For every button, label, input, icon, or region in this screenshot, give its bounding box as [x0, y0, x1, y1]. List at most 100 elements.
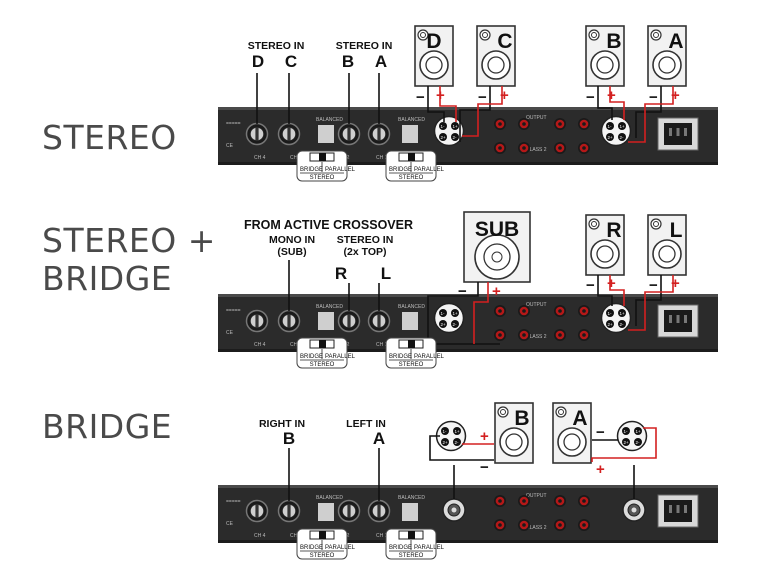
section-title-stereo-bridge-line2: BRIDGE — [42, 259, 173, 298]
switch-label-stereo: STEREO — [310, 553, 335, 559]
polarity-plus: + — [671, 87, 680, 104]
speaker-label-r: R — [606, 219, 621, 242]
input-cables-stereo — [256, 73, 380, 124]
polarity-minus: − — [586, 89, 595, 106]
mode-switch-ch34[interactable]: BRIDGE PARALLEL STEREO — [296, 337, 356, 369]
input-label-stereo-in-ba: STEREO IN — [335, 40, 393, 52]
speaker-label-b: B — [606, 30, 621, 53]
polarity-minus: − — [480, 459, 489, 476]
speakon-connect2 — [442, 498, 466, 522]
switch-label-parallel: PARALLEL — [414, 354, 445, 360]
speaker-label-b-bridge: B — [514, 407, 529, 430]
speakon-plug-a — [616, 420, 648, 452]
speaker-label-sub: SUB — [475, 218, 519, 241]
switch-label-stereo: STEREO — [310, 175, 335, 181]
polarity-minus: − — [416, 89, 425, 106]
switch-label-stereo: STEREO — [310, 362, 335, 368]
channel-letter-l: L — [380, 264, 392, 283]
mode-switch-ch12[interactable]: BRIDGE PARALLEL STEREO — [385, 150, 445, 182]
speaker-wires-bridge — [429, 427, 657, 462]
speaker-sub — [463, 211, 531, 283]
xlr-input-ch3 — [277, 309, 301, 333]
input-label-2x-top: (2x TOP) — [343, 246, 387, 258]
section-title-stereo-bridge-line1: STEREO + — [42, 221, 216, 260]
xlr-input-ch4 — [245, 499, 269, 523]
channel-letter-c: C — [284, 52, 298, 71]
switch-label-parallel: PARALLEL — [414, 545, 445, 551]
switch-label-stereo: STEREO — [399, 362, 424, 368]
mode-switch-ch12[interactable]: BRIDGE PARALLEL STEREO — [385, 528, 445, 560]
channel-letter-a-bridge: A — [372, 429, 386, 448]
input-label-mono-in: MONO IN — [268, 234, 316, 246]
channel-letter-b-bridge: B — [282, 429, 296, 448]
xlr-input-ch2 — [337, 499, 361, 523]
input-cables-stereo-bridge — [288, 260, 380, 311]
xlr-input-ch1 — [367, 309, 391, 333]
polarity-minus: − — [458, 283, 467, 300]
polarity-minus: − — [596, 424, 605, 441]
switch-label-bridge: BRIDGE — [300, 545, 323, 551]
polarity-minus: − — [649, 89, 658, 106]
polarity-minus: − — [586, 277, 595, 294]
input-label-right-in: RIGHT IN — [258, 418, 306, 430]
polarity-plus: + — [596, 461, 605, 478]
channel-letter-a: A — [374, 52, 388, 71]
input-label-stereo-in-dc: STEREO IN — [247, 40, 305, 52]
switch-label-bridge: BRIDGE — [389, 545, 412, 551]
switch-label-parallel: PARALLEL — [414, 167, 445, 173]
speaker-label-a: A — [668, 30, 683, 53]
channel-letter-d: D — [251, 52, 265, 71]
input-label-mono-in-sub: (SUB) — [277, 246, 307, 258]
xlr-input-ch3 — [277, 122, 301, 146]
switch-label-bridge: BRIDGE — [389, 354, 412, 360]
input-label-left-in: LEFT IN — [346, 418, 386, 430]
speaker-label-a-bridge: A — [572, 407, 587, 430]
polarity-plus: + — [436, 87, 445, 104]
section-title-stereo: STEREO — [42, 118, 177, 157]
speakon-output-rl — [600, 302, 632, 334]
switch-label-parallel: PARALLEL — [325, 354, 356, 360]
switch-label-bridge: BRIDGE — [300, 354, 323, 360]
speaker-wires-stereo — [427, 86, 674, 143]
xlr-input-ch1 — [367, 122, 391, 146]
xlr-input-ch2 — [337, 122, 361, 146]
xlr-input-ch4 — [245, 309, 269, 333]
mode-switch-ch12[interactable]: BRIDGE PARALLEL STEREO — [385, 337, 445, 369]
power-inlet — [657, 117, 699, 151]
section-title-bridge: BRIDGE — [42, 407, 173, 446]
polarity-plus: + — [480, 428, 489, 445]
amp-row-bridge — [218, 485, 718, 543]
switch-label-parallel: PARALLEL — [325, 167, 356, 173]
channel-letter-r: R — [334, 264, 348, 283]
speaker-label-c: C — [497, 30, 512, 53]
polarity-plus: + — [492, 283, 501, 300]
power-inlet — [657, 494, 699, 528]
switch-label-parallel: PARALLEL — [325, 545, 356, 551]
polarity-minus: − — [478, 89, 487, 106]
speakon-output-cd — [433, 115, 465, 147]
switch-label-bridge: BRIDGE — [389, 167, 412, 173]
speakon-plug-b — [435, 420, 467, 452]
header-from-active-crossover: FROM ACTIVE CROSSOVER — [244, 218, 413, 232]
polarity-plus: + — [500, 87, 509, 104]
input-cables-bridge — [288, 448, 635, 501]
power-inlet — [657, 304, 699, 338]
xlr-input-ch3 — [277, 499, 301, 523]
polarity-plus: + — [671, 275, 680, 292]
speakon-output-sub — [433, 302, 465, 334]
xlr-input-ch1 — [367, 499, 391, 523]
switch-label-stereo: STEREO — [399, 175, 424, 181]
polarity-plus: + — [607, 87, 616, 104]
speakon-connect1 — [622, 498, 646, 522]
switch-label-stereo: STEREO — [399, 553, 424, 559]
xlr-input-ch4 — [245, 122, 269, 146]
input-label-stereo-in-top: STEREO IN — [336, 234, 394, 246]
mode-switch-ch34[interactable]: BRIDGE PARALLEL STEREO — [296, 528, 356, 560]
speaker-wires-stereo-bridge — [427, 275, 674, 345]
channel-letter-b: B — [341, 52, 355, 71]
mode-switch-ch34[interactable]: BRIDGE PARALLEL STEREO — [296, 150, 356, 182]
switch-label-bridge: BRIDGE — [300, 167, 323, 173]
speaker-label-d: D — [426, 30, 441, 53]
polarity-minus: − — [649, 277, 658, 294]
